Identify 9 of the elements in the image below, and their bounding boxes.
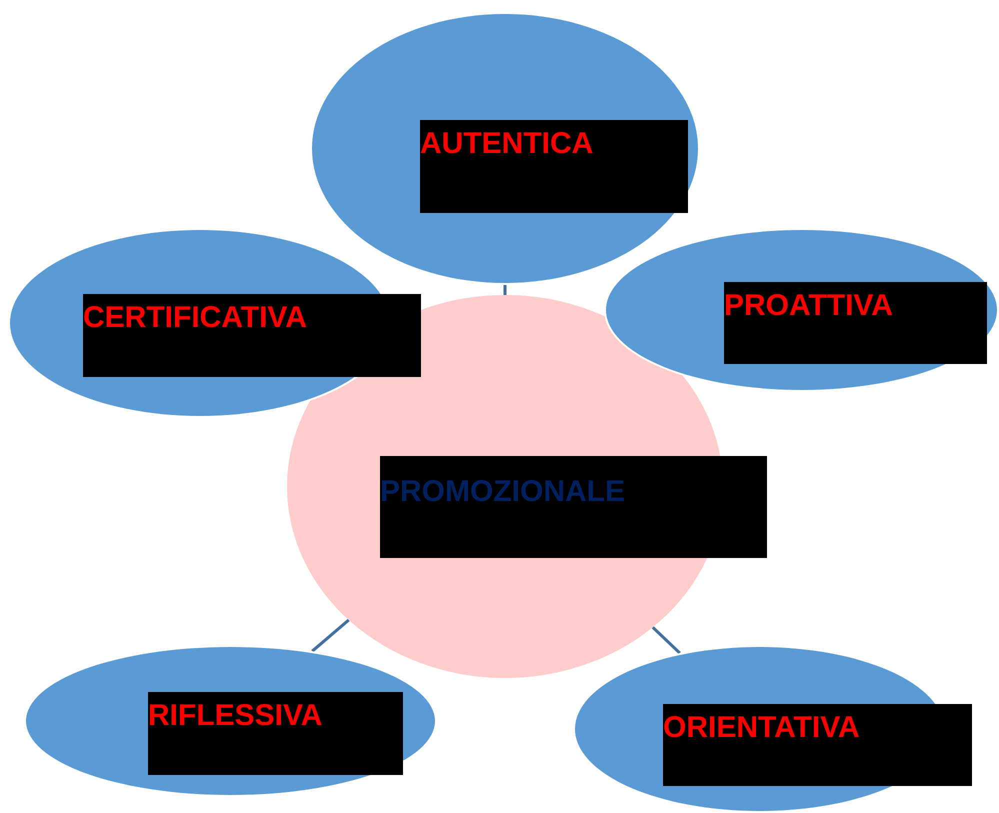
node-label: PROMOZIONALE <box>380 456 767 558</box>
node-label: PROATTIVA <box>724 282 987 364</box>
connector-line <box>311 618 350 652</box>
node-label: RIFLESSIVA <box>148 692 403 775</box>
node-label: CERTIFICATIVA <box>83 294 421 377</box>
node-label: AUTENTICA <box>420 120 688 213</box>
node-label: ORIENTATIVA <box>663 704 972 786</box>
connector-line <box>504 285 506 295</box>
connector-line <box>652 626 681 654</box>
